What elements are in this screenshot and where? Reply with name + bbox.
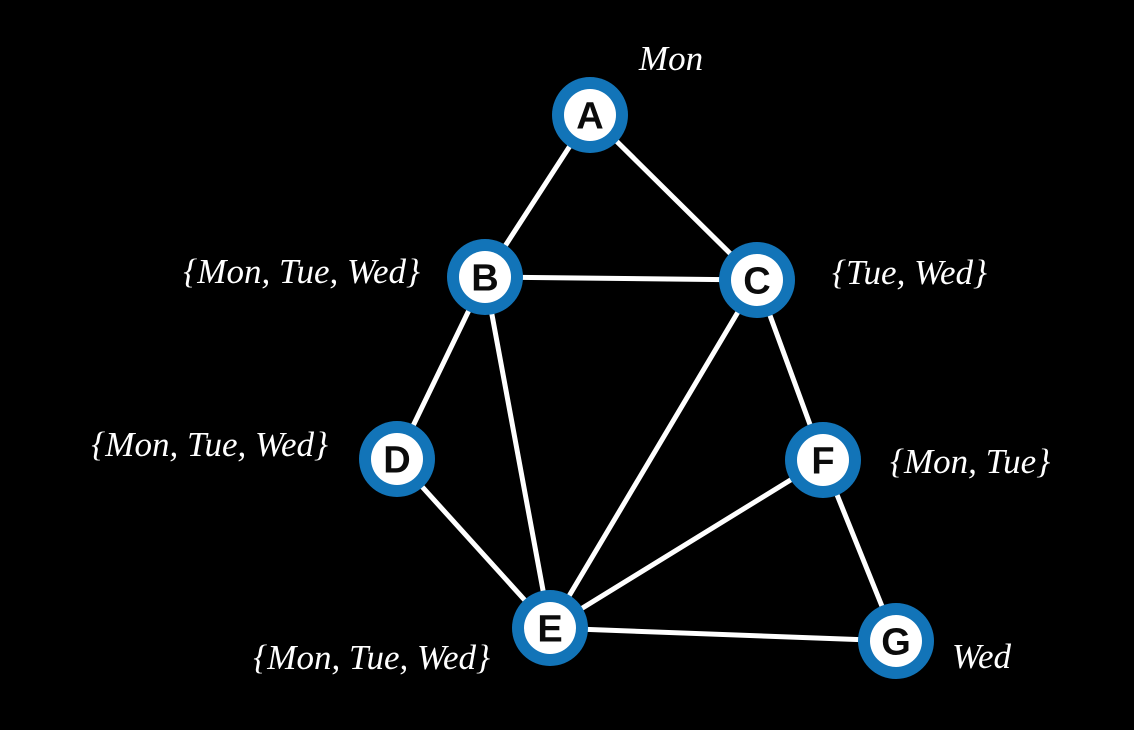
domain-label-G: Wed: [952, 637, 1011, 676]
domain-label-A: Mon: [638, 39, 703, 78]
edge-A-C: [587, 112, 760, 283]
node-letter-E: E: [537, 608, 562, 650]
node-F: F: [785, 422, 861, 498]
nodes-layer: A B C D E F G: [359, 77, 934, 679]
node-G: G: [858, 603, 934, 679]
node-letter-B: B: [471, 257, 498, 299]
node-fill-G: [870, 615, 922, 667]
domain-label-D: {Mon, Tue, Wed}: [91, 425, 328, 464]
node-letter-F: F: [811, 440, 834, 482]
labels-layer: Mon {Mon, Tue, Wed} {Tue, Wed} {Mon, Tue, W…: [91, 39, 1050, 677]
node-fill-A: [564, 89, 616, 141]
node-fill-D: [371, 433, 423, 485]
node-letter-A: A: [576, 95, 603, 137]
node-E: E: [512, 590, 588, 666]
node-letter-D: D: [383, 439, 410, 481]
node-letter-G: G: [881, 621, 911, 663]
node-fill-F: [797, 434, 849, 486]
domain-label-E: {Mon, Tue, Wed}: [253, 638, 490, 677]
domain-label-B: {Mon, Tue, Wed}: [183, 252, 420, 291]
node-B: B: [447, 239, 523, 315]
domain-label-C: {Tue, Wed}: [832, 253, 987, 292]
edge-B-E: [482, 274, 553, 631]
node-letter-C: C: [743, 260, 770, 302]
node-fill-C: [731, 254, 783, 306]
node-fill-B: [459, 251, 511, 303]
edge-C-E: [547, 277, 760, 631]
edge-E-F: [547, 457, 826, 631]
node-D: D: [359, 421, 435, 497]
node-C: C: [719, 242, 795, 318]
edge-E-G: [547, 625, 899, 644]
node-A: A: [552, 77, 628, 153]
node-fill-E: [524, 602, 576, 654]
domain-label-F: {Mon, Tue}: [890, 442, 1050, 481]
edge-B-C: [482, 274, 760, 283]
